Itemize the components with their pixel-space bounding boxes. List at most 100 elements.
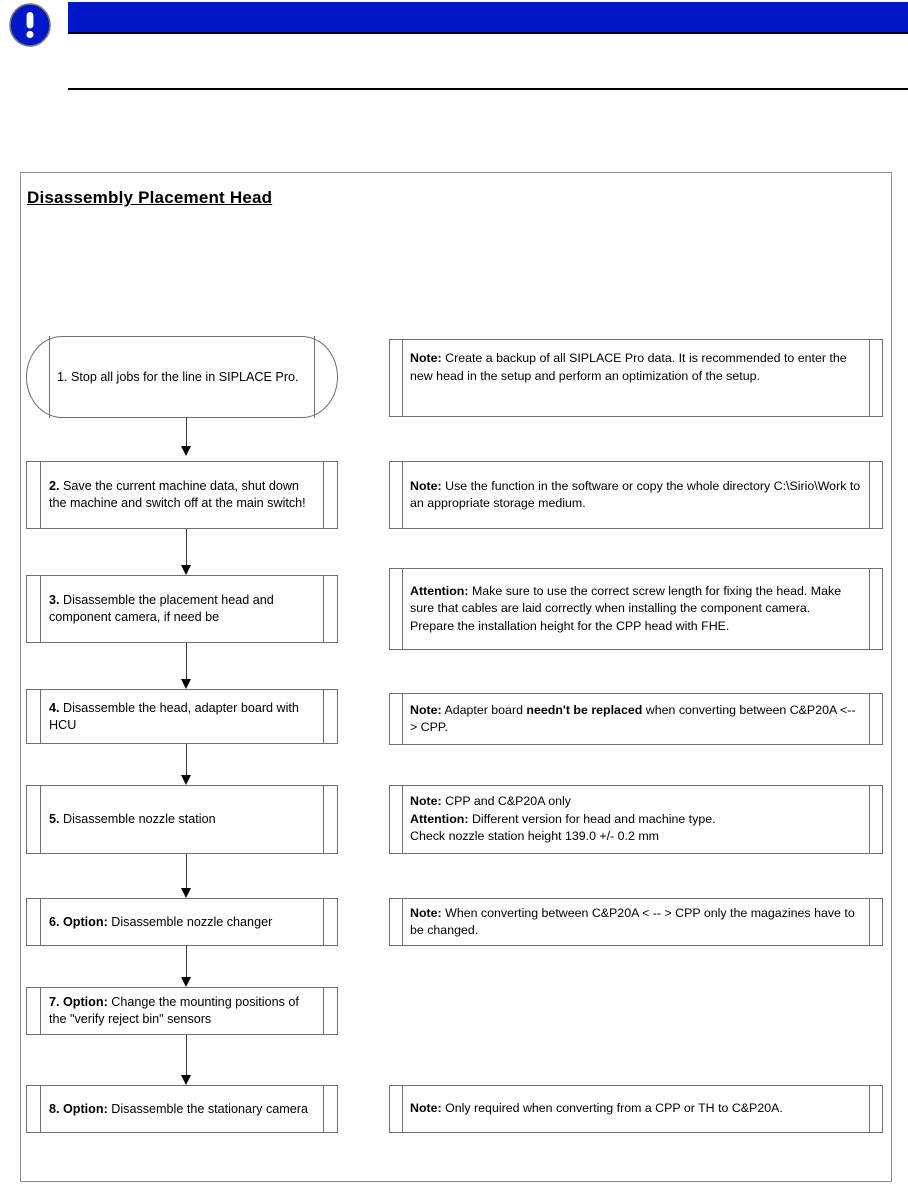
arrowhead-icon — [181, 679, 191, 689]
box-rail-right — [314, 336, 315, 418]
box-rail-right — [323, 575, 324, 643]
connector-3-to-4 — [181, 643, 193, 689]
connector-5-to-6 — [181, 854, 193, 898]
note-box-step-1: Note: Create a backup of all SIPLACE Pro… — [389, 339, 883, 417]
connector-stem — [186, 1035, 187, 1076]
note-label: Note: — [410, 905, 442, 920]
note-body: CPP and C&P20A only — [445, 794, 571, 809]
flow-step-5-label: Disassemble nozzle station — [63, 812, 216, 826]
flow-step-3-text: 3. Disassemble the placement head and co… — [49, 576, 315, 642]
note-box-step-5: Note: CPP and C&P20A only Attention: Dif… — [389, 785, 883, 854]
arrowhead-icon — [181, 977, 191, 987]
connector-4-to-5 — [181, 744, 193, 785]
connector-stem — [186, 643, 187, 680]
note-box-step-4-text: Note: Adapter board needn't be replaced … — [410, 694, 862, 744]
flow-step-1[interactable]: 1. Stop all jobs for the line in SIPLACE… — [26, 336, 338, 418]
connector-6-to-7 — [181, 946, 193, 987]
information-exclamation-icon — [8, 3, 52, 47]
flow-step-2[interactable]: 2. Save the current machine data, shut d… — [26, 461, 338, 529]
box-rail-left — [40, 785, 41, 854]
connector-stem — [186, 744, 187, 776]
flow-step-8-number: 8. Option: — [49, 1101, 108, 1116]
flow-step-3[interactable]: 3. Disassemble the placement head and co… — [26, 575, 338, 643]
note-body-pre: Adapter board — [444, 702, 523, 717]
flow-step-7-number: 7. Option: — [49, 995, 108, 1009]
box-rail-left — [40, 1085, 41, 1133]
box-rail-left — [40, 575, 41, 643]
flow-step-6-number: 6. Option: — [49, 914, 108, 929]
box-rail-right — [869, 461, 870, 529]
flow-step-8-text: 8. Option: Disassemble the stationary ca… — [49, 1086, 315, 1132]
flow-step-7[interactable]: 7. Option: Change the mounting positions… — [26, 987, 338, 1035]
box-rail-right — [869, 785, 870, 854]
box-rail-right — [869, 693, 870, 745]
note-body: When converting between C&P20A < -- > CP… — [410, 905, 855, 938]
box-rail-left — [402, 785, 403, 854]
flow-step-5-text: 5. Disassemble nozzle station — [49, 786, 315, 853]
flow-step-2-text: 2. Save the current machine data, shut d… — [49, 462, 315, 528]
note-body-emphasis: needn't be replaced — [526, 702, 643, 717]
note-body: Use the function in the software or copy… — [410, 478, 861, 511]
connector-1-to-2 — [181, 418, 193, 456]
flow-step-4[interactable]: 4. Disassemble the head, adapter board w… — [26, 689, 338, 744]
note-body: Create a backup of all SIPLACE Pro data.… — [410, 351, 847, 383]
note-label: Note: — [410, 351, 442, 365]
connector-stem — [186, 529, 187, 566]
box-rail-right — [869, 568, 870, 650]
arrowhead-icon — [181, 888, 191, 898]
box-rail-left — [49, 336, 50, 418]
flow-step-5-number: 5. — [49, 812, 60, 826]
note-body-line3: Check nozzle station height 139.0 +/- 0.… — [410, 829, 659, 844]
box-rail-left — [402, 898, 403, 946]
connector-stem — [186, 854, 187, 889]
note-label-2: Attention: — [410, 811, 469, 826]
note-box-step-6: Note: When converting between C&P20A < -… — [389, 898, 883, 946]
note-body: Only required when converting from a CPP… — [445, 1101, 783, 1116]
flow-step-1-label: Stop all jobs for the line in SIPLACE Pr… — [71, 369, 299, 384]
flow-step-6-text: 6. Option: Disassemble nozzle changer — [49, 899, 315, 945]
connector-stem — [186, 946, 187, 978]
note-body: Make sure to use the correct screw lengt… — [410, 583, 842, 616]
flow-step-7-label: Change the mounting positions of the "ve… — [49, 995, 299, 1026]
box-rail-left — [40, 461, 41, 529]
flow-step-6-label: Disassemble nozzle changer — [111, 914, 273, 929]
note-body-line2: Prepare the installation height for the … — [410, 618, 730, 633]
flow-step-4-label: Disassemble the head, adapter board with… — [49, 700, 299, 732]
arrowhead-icon — [181, 1075, 191, 1085]
box-rail-left — [40, 898, 41, 946]
header-banner — [68, 2, 908, 34]
box-rail-right — [323, 785, 324, 854]
note-label: Attention: — [410, 583, 469, 598]
flow-step-1-number: 1. — [57, 369, 68, 384]
page-title: Disassembly Placement Head — [27, 188, 273, 207]
box-rail-left — [402, 339, 403, 417]
box-rail-right — [869, 339, 870, 417]
flow-step-4-text: 4. Disassemble the head, adapter board w… — [49, 690, 315, 743]
box-rail-right — [323, 898, 324, 946]
box-rail-right — [323, 689, 324, 744]
box-rail-right — [323, 987, 324, 1035]
flow-step-5[interactable]: 5. Disassemble nozzle station — [26, 785, 338, 854]
flow-step-2-number: 2. — [49, 479, 60, 493]
note-box-step-6-text: Note: When converting between C&P20A < -… — [410, 899, 862, 945]
flow-step-7-text: 7. Option: Change the mounting positions… — [49, 988, 315, 1034]
connector-2-to-3 — [181, 529, 193, 575]
box-rail-left — [40, 689, 41, 744]
flow-step-2-label: Save the current machine data, shut down… — [49, 479, 306, 510]
flow-step-8[interactable]: 8. Option: Disassemble the stationary ca… — [26, 1085, 338, 1133]
note-box-step-8-text: Note: Only required when converting from… — [410, 1086, 862, 1132]
note-label: Note: — [410, 478, 442, 493]
flow-step-6[interactable]: 6. Option: Disassemble nozzle changer — [26, 898, 338, 946]
note-body-post: when converting between C&P20A <--> CPP. — [410, 702, 856, 735]
box-rail-right — [323, 1085, 324, 1133]
note-box-step-8: Note: Only required when converting from… — [389, 1085, 883, 1133]
note-body-2: Different version for head and machine t… — [471, 811, 716, 826]
note-box-step-2-text: Note: Use the function in the software o… — [410, 462, 862, 528]
flow-step-3-number: 3. — [49, 593, 60, 607]
arrowhead-icon — [181, 446, 191, 456]
box-rail-left — [402, 461, 403, 529]
note-label: Note: — [410, 794, 442, 809]
box-rail-right — [869, 898, 870, 946]
flow-step-1-text: 1. Stop all jobs for the line in SIPLACE… — [57, 337, 307, 417]
connector-stem — [186, 418, 187, 447]
